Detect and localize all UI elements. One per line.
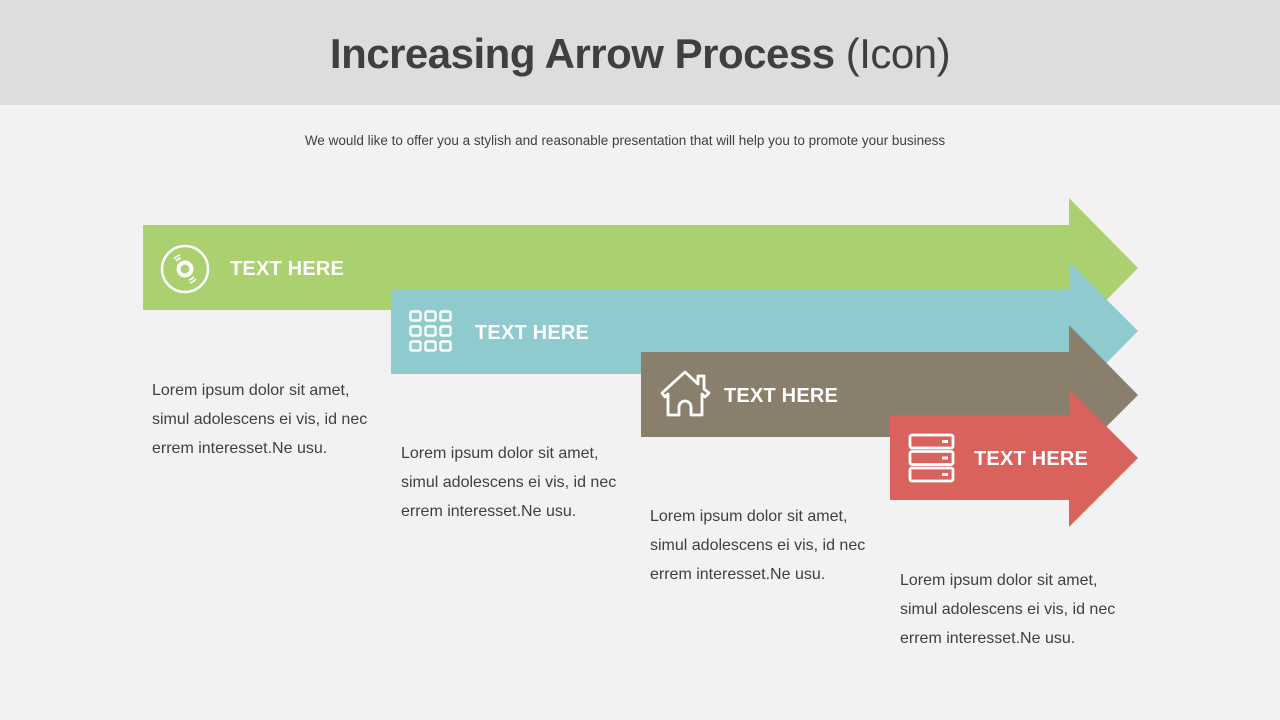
grid-icon bbox=[409, 310, 452, 352]
disc-icon bbox=[160, 244, 210, 294]
step-3-description: Lorem ipsum dolor sit amet, simul adoles… bbox=[650, 508, 866, 583]
step-4-label: TEXT HERE bbox=[974, 448, 1089, 470]
arrow-step-4 bbox=[890, 389, 1138, 527]
step-1-description: Lorem ipsum dolor sit amet, simul adoles… bbox=[152, 382, 368, 457]
title-main: Increasing Arrow Process bbox=[329, 30, 835, 77]
step-2-label: TEXT HERE bbox=[475, 322, 590, 344]
page-title: Increasing Arrow Process (Icon) bbox=[0, 26, 1280, 82]
server-icon bbox=[908, 433, 955, 483]
header-band bbox=[0, 0, 1280, 105]
step-1-label: TEXT HERE bbox=[230, 258, 345, 280]
step-2-description: Lorem ipsum dolor sit amet, simul adoles… bbox=[401, 445, 617, 520]
title-suffix: (Icon) bbox=[845, 30, 951, 77]
step-3-label: TEXT HERE bbox=[724, 385, 839, 407]
step-4-description: Lorem ipsum dolor sit amet, simul adoles… bbox=[900, 572, 1116, 647]
page-subtitle: We would like to offer you a stylish and… bbox=[304, 133, 946, 148]
home-icon bbox=[660, 370, 711, 417]
